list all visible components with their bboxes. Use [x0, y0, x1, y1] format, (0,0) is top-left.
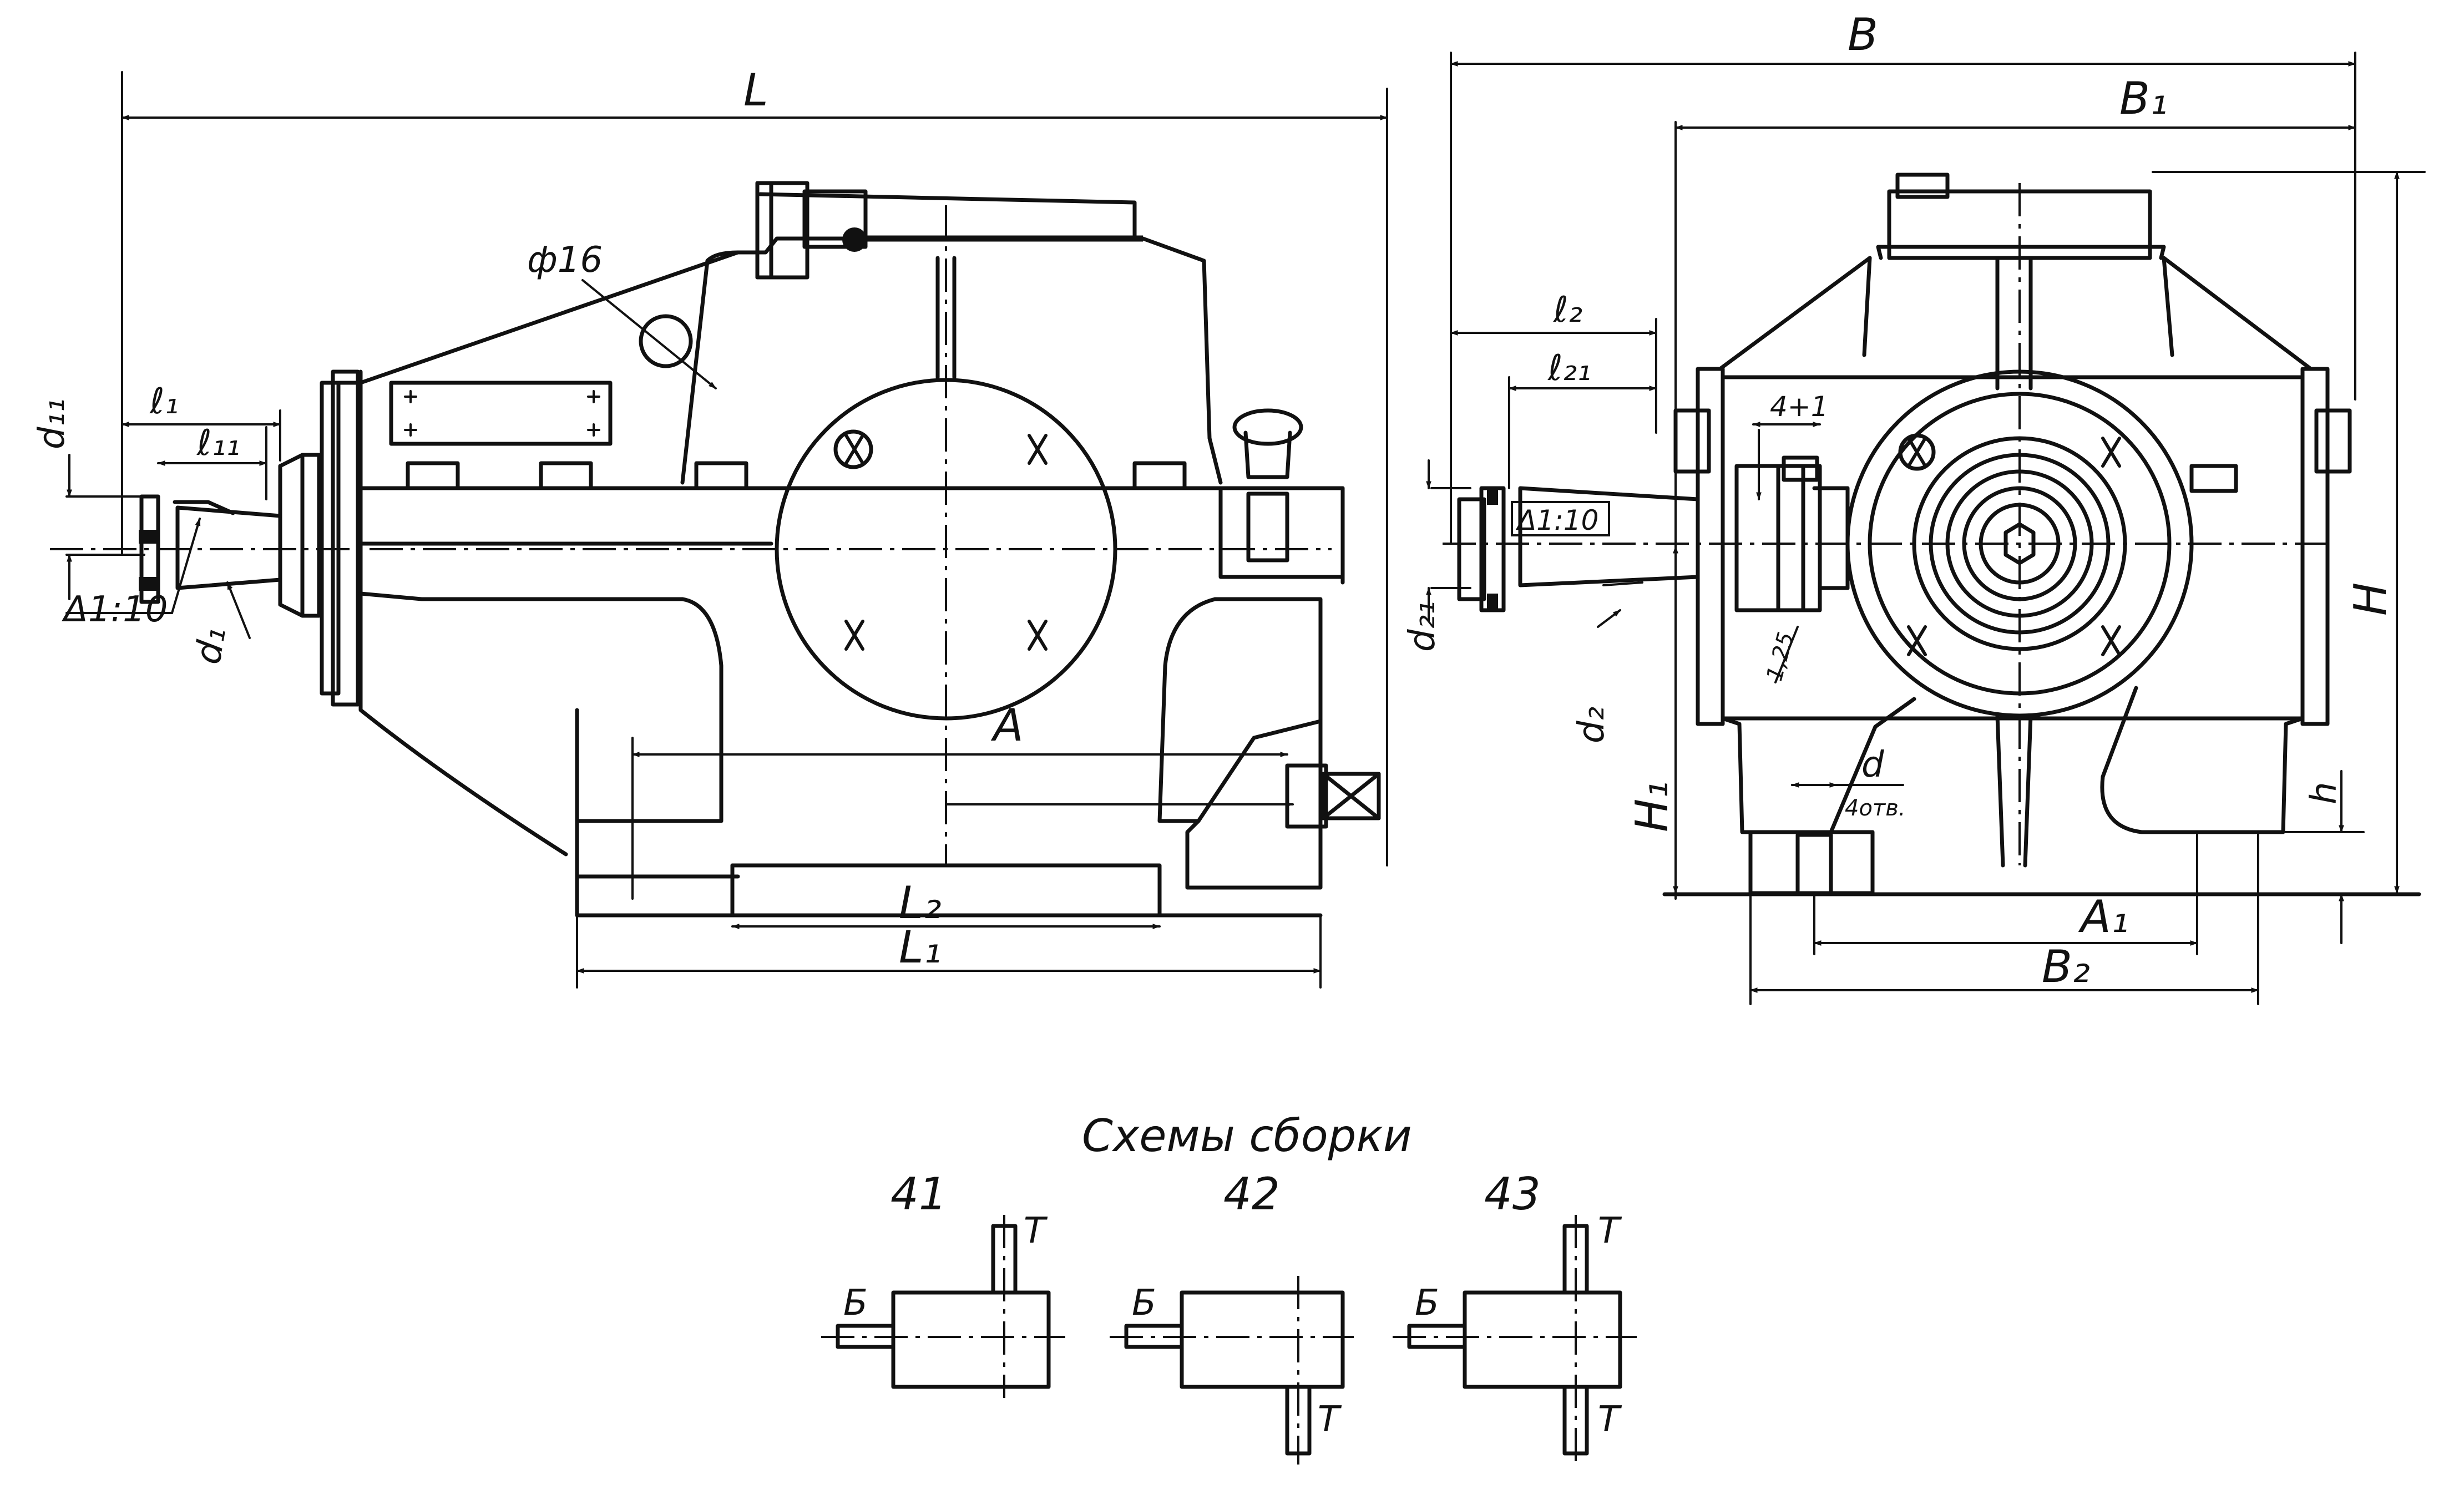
dim-holes-label: 4отв. — [1845, 795, 1906, 821]
dim-taper-right: Δ1:10 — [1511, 501, 1610, 536]
dim-H-label: H — [2345, 582, 2396, 616]
joint-bolts — [406, 461, 1187, 490]
dim-d-holes: d 4отв. — [1791, 744, 1906, 821]
dim-l11-label: ℓ₁₁ — [196, 423, 240, 464]
name-plate — [389, 381, 613, 446]
dim-A-label: A — [990, 700, 1024, 751]
dim-d2-label: d₂ — [1571, 707, 1612, 743]
dim-key-label: 4+1 — [1770, 391, 1829, 423]
dim-d11: d₁₁ — [32, 398, 145, 600]
scheme-41: 41 Т Б — [821, 1168, 1065, 1398]
side-housing — [1443, 173, 2421, 896]
taper-left-label: Δ1:10 — [61, 589, 168, 630]
dim-d1-label: d₁ — [188, 624, 234, 667]
dim-l1: ℓ₁ — [121, 381, 281, 462]
dim-l11: ℓ₁₁ — [157, 423, 267, 500]
scheme-43-output-top: Т — [1598, 1210, 1622, 1251]
dim-d21-label: d₂₁ — [1402, 601, 1443, 652]
dim-B2: B₂ — [1749, 831, 2259, 1005]
scheme-41-number: 41 — [891, 1168, 947, 1220]
dim-taper-left: Δ1:10 d₁ — [61, 518, 251, 667]
dim-h-label: h — [2304, 782, 2345, 804]
scheme-42-number: 42 — [1223, 1168, 1280, 1220]
front-view: L — [32, 64, 1388, 989]
input-shaft — [139, 494, 282, 604]
scheme-41-output: Т — [1024, 1210, 1048, 1251]
dim-B2-label: B₂ — [2042, 941, 2090, 992]
dim-d-label: d — [1861, 744, 1884, 786]
dim-A1-label: A₁ — [2078, 891, 2129, 943]
dim-L-label: L — [743, 64, 768, 116]
dim-H1: H₁ — [1626, 545, 1678, 894]
dim-d2: d₂ — [1571, 581, 1643, 743]
side-view: B B₁ H — [1402, 9, 2426, 1005]
dim-A1: A₁ — [1813, 831, 2198, 955]
schemes-title: Схемы сборки — [1082, 1110, 1412, 1162]
dim-d11-label: d₁₁ — [32, 398, 73, 449]
scheme-41-input: Б — [843, 1283, 868, 1324]
gearbox-housing: ф16 — [50, 181, 1381, 918]
dim-H: H — [2152, 171, 2426, 894]
dim-l2-label: ℓ₂ — [1553, 290, 1582, 331]
taper-right-label: Δ1:10 — [1515, 504, 1598, 536]
dim-H1-label: H₁ — [1626, 781, 1678, 832]
dim-L2: L₂ — [731, 877, 1161, 929]
dim-L2-label: L₂ — [899, 877, 942, 929]
lifting-hole-icon — [639, 314, 693, 368]
assembly-schemes: Схемы сборки 41 Т Б 42 Т Б 43 — [821, 1110, 1637, 1465]
dim-key: 4+1 1,25 — [1752, 391, 1829, 684]
scheme-43: 43 Т Т Б — [1393, 1168, 1637, 1465]
dim-d21: d₂₁ — [1402, 459, 1471, 652]
dim-B-label: B — [1848, 9, 1878, 60]
scheme-42-output: Т — [1318, 1399, 1342, 1440]
scheme-42: 42 Т Б — [1110, 1168, 1354, 1465]
output-shaft — [1457, 486, 1700, 612]
scheme-43-output-bottom: Т — [1598, 1399, 1622, 1440]
dim-l1-label: ℓ₁ — [149, 381, 179, 422]
dim-A: A — [631, 700, 1294, 900]
dim-h: h — [2274, 770, 2365, 944]
scheme-43-number: 43 — [1484, 1168, 1541, 1220]
dim-l21-label: ℓ₂₁ — [1547, 348, 1591, 389]
scheme-42-input: Б — [1132, 1283, 1156, 1324]
drain-plug-icon — [1185, 719, 1381, 890]
phi16-label: ф16 — [527, 240, 603, 281]
dim-B: B — [1450, 9, 2356, 545]
dim-L: L — [121, 64, 1388, 867]
breather-icon — [1218, 408, 1345, 579]
dim-L1-label: L₁ — [899, 921, 942, 973]
dim-B1-label: B₁ — [2119, 73, 2168, 124]
dim-l21: ℓ₂₁ — [1508, 348, 1657, 489]
dim-L1: L₁ — [576, 914, 1322, 989]
dim-l2: ℓ₂ — [1450, 290, 1657, 434]
scheme-43-input: Б — [1415, 1283, 1439, 1324]
